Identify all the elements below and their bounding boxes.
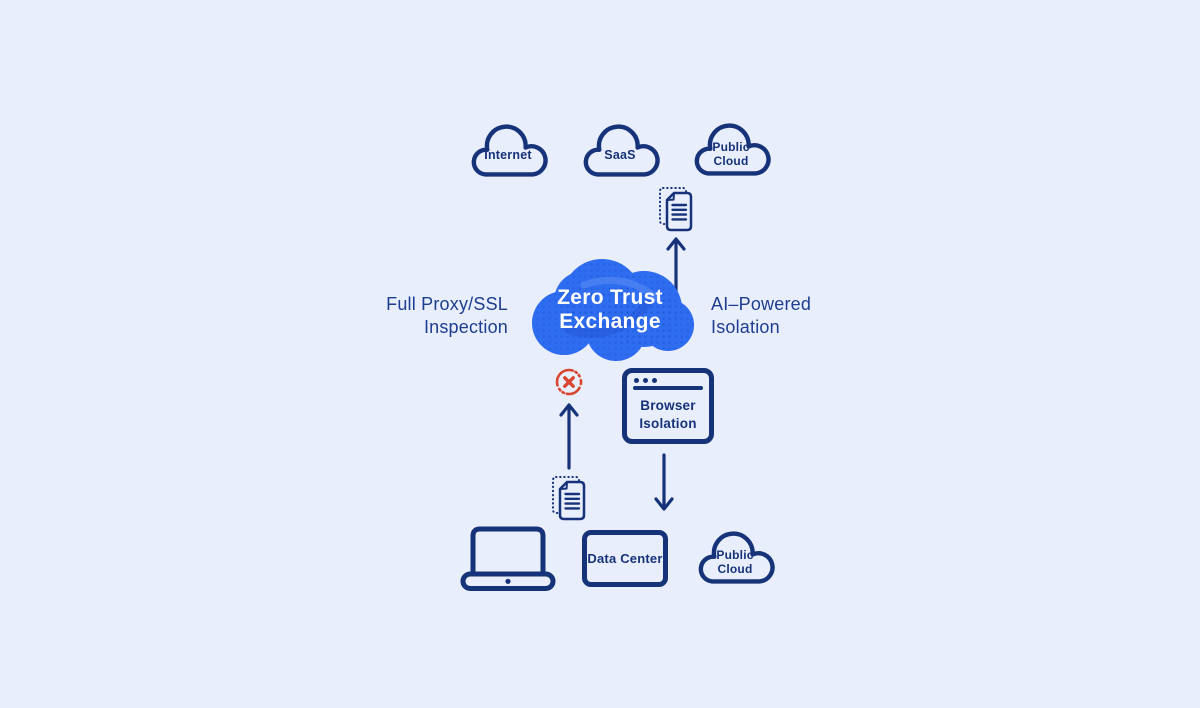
cloud-outline-icon xyxy=(583,124,660,177)
internet-cloud-node: Internet xyxy=(464,116,552,180)
zte-label: Zero Trust Exchange xyxy=(557,286,663,333)
ai-powered-isolation-label: AI–Powered Isolation xyxy=(711,294,812,337)
public-cloud-top-label: Public Cloud xyxy=(712,139,750,168)
document-copy-icon-bottom xyxy=(548,474,590,522)
arrow-up-icon xyxy=(666,237,686,300)
laptop-icon xyxy=(460,523,556,591)
public-cloud-bottom-node: Public Cloud xyxy=(691,521,779,589)
public-cloud-bottom-label: Public Cloud xyxy=(716,547,754,576)
laptop-icon xyxy=(460,526,556,591)
zero-trust-exchange-cloud: Zero Trust Exchange xyxy=(524,251,696,363)
data-center-label: Data Center xyxy=(587,551,663,566)
public-cloud-top-node: Public Cloud xyxy=(687,114,775,180)
data-center-box: Data Center xyxy=(582,530,668,587)
browser-isolation-window: Browser Isolation xyxy=(622,368,714,444)
cloud-outline-icon xyxy=(471,124,548,177)
blocked-circle-x-icon xyxy=(552,365,586,399)
zte-cloud-icon xyxy=(532,259,694,361)
window-header-divider xyxy=(633,386,703,390)
arrow-down-icon xyxy=(654,453,674,511)
arrow-up-icon xyxy=(559,403,579,470)
arrow-up-icon-middle xyxy=(557,399,581,471)
browser-isolation-label: Browser Isolation xyxy=(639,397,697,431)
arrow-down-icon xyxy=(652,452,676,512)
document-copy-icon xyxy=(659,187,693,232)
window-control-dots-icon xyxy=(634,378,709,383)
saas-cloud-node: SaaS xyxy=(576,116,664,180)
full-proxy-ssl-inspection-label: Full Proxy/SSL Inspection xyxy=(386,294,508,337)
circle-x-icon xyxy=(555,368,583,396)
document-copy-icon-top xyxy=(655,185,697,233)
saas-label: SaaS xyxy=(604,147,636,162)
arrow-up-icon-top xyxy=(664,232,688,302)
cloud-outline-icon xyxy=(694,123,771,176)
cloud-outline-icon xyxy=(698,531,775,584)
document-copy-icon xyxy=(552,476,586,521)
internet-label: Internet xyxy=(484,147,532,162)
